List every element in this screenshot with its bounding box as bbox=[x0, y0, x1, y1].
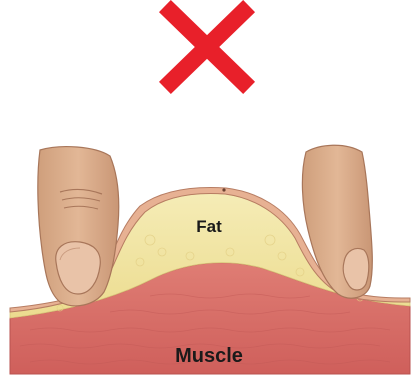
muscle-label: Muscle bbox=[175, 345, 243, 367]
cross-mark-icon bbox=[171, 12, 243, 82]
skin-mark bbox=[222, 188, 225, 191]
fat-label: Fat bbox=[196, 217, 222, 236]
left-finger bbox=[38, 147, 119, 306]
